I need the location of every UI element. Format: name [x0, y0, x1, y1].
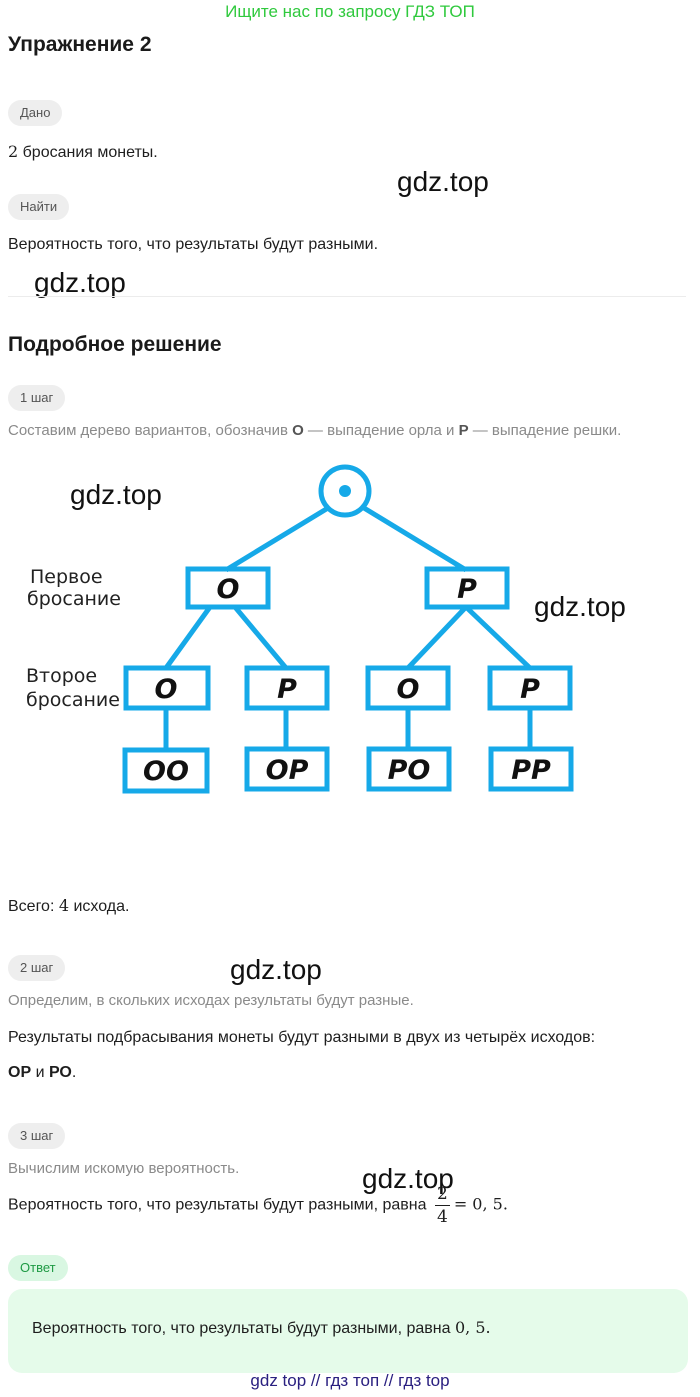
step1-description: Составим дерево вариантов, обозначив О —…: [8, 422, 621, 439]
step2-outcomes: ОР и РО.: [8, 1064, 76, 1082]
tails-letter: Р: [458, 422, 469, 439]
outcome-tree-diagram: O P O P O P OO OP PO PP Первое бросание …: [26, 464, 574, 794]
solution-title: Подробное решение: [8, 333, 222, 356]
given-description: бросания монеты.: [18, 144, 158, 161]
step2-badge: 2 шаг: [8, 955, 66, 981]
tree-edge: [233, 605, 288, 670]
tree-root-circle: [318, 464, 372, 518]
watermark: gdz.top: [534, 591, 626, 622]
level2-node: P: [277, 674, 297, 705]
level1-node-heads: O: [217, 574, 240, 605]
step1-desc-part: Составим дерево вариантов, обозначив: [8, 422, 293, 439]
conjunction: и: [31, 1064, 49, 1081]
tree-node-box: [244, 746, 330, 792]
step2-text: Результаты подбрасывания монеты будут ра…: [8, 1029, 596, 1046]
tree-node-box: [365, 665, 451, 711]
fraction-numerator: 2: [434, 1184, 450, 1206]
watermark: gdz.top: [34, 267, 126, 298]
level2-node: O: [397, 674, 420, 705]
step1-desc-part: — выпадение решки.: [468, 422, 622, 439]
tree-node-box: [487, 665, 573, 711]
tree-node-box: [122, 747, 210, 794]
outcome-po: РО: [48, 1064, 72, 1081]
find-text: Вероятность того, что результаты будут р…: [8, 236, 379, 253]
period: .: [71, 1064, 77, 1081]
given-number: 2: [8, 142, 19, 161]
answer-value: 0, 5.: [454, 1318, 491, 1337]
answer-badge: Ответ: [8, 1255, 68, 1281]
tree-node-box: [123, 665, 211, 711]
tree-node-box: [185, 566, 271, 610]
tree-edge: [464, 605, 532, 670]
tree-edge: [163, 605, 213, 670]
total-suffix: исхода.: [69, 898, 130, 915]
step1-desc-part: — выпадение орла и: [303, 422, 459, 439]
second-toss-label: Второе: [26, 665, 97, 687]
total-outcomes: Всего: 4 исхода.: [8, 896, 129, 916]
step1-badge: 1 шаг: [8, 385, 66, 411]
tree-node-box: [366, 746, 452, 792]
tree-root-dot: [339, 485, 351, 497]
level1-node-tails: P: [457, 574, 477, 605]
outcome-node: OO: [143, 756, 189, 787]
find-badge: Найти: [8, 194, 70, 220]
step3-sentence: Вероятность того, что результаты будут р…: [8, 1196, 427, 1214]
outcome-op: ОР: [8, 1064, 32, 1081]
given-text: 2 бросания монеты.: [8, 142, 158, 162]
watermark: gdz.top: [70, 479, 162, 510]
tree-node-box: [488, 746, 574, 792]
outcome-node: PO: [388, 755, 431, 786]
step3-badge: 3 шаг: [8, 1123, 66, 1149]
first-toss-label: Первое: [30, 566, 103, 588]
probability-result: = 0, 5.: [453, 1194, 508, 1214]
tree-edge: [406, 605, 468, 670]
tree-node-box: [244, 665, 330, 711]
outcome-node: OP: [266, 755, 309, 786]
answer-sentence: Вероятность того, что результаты будут р…: [32, 1320, 455, 1337]
step3-text: Вероятность того, что результаты будут р…: [8, 1183, 508, 1228]
heads-letter: О: [292, 422, 304, 439]
search-banner: Ищите нас по запросу ГДЗ ТОП: [225, 2, 475, 21]
second-toss-label: бросание: [26, 689, 120, 711]
first-toss-label: бросание: [27, 588, 121, 610]
fraction-denominator: 4: [436, 1207, 448, 1227]
footer-links: gdz top // гдз топ // гдз top: [250, 1371, 450, 1390]
watermark: gdz.top: [397, 166, 489, 197]
tree-edge: [362, 505, 468, 573]
exercise-title: Упражнение 2: [8, 33, 152, 56]
outcome-node: PP: [511, 755, 551, 786]
level2-node: P: [520, 674, 540, 705]
section-divider: [8, 296, 686, 297]
answer-box: [8, 1289, 688, 1373]
level2-node: O: [155, 674, 178, 705]
total-number: 4: [58, 896, 70, 915]
step3-description: Вычислим искомую вероятность.: [8, 1160, 240, 1177]
watermark: gdz.top: [230, 954, 322, 985]
total-label: Всего:: [8, 898, 59, 915]
step2-description: Определим, в скольких исходах результаты…: [8, 992, 414, 1009]
tree-node-box: [424, 566, 510, 610]
answer-text: Вероятность того, что результаты будут р…: [32, 1318, 491, 1338]
given-badge: Дано: [8, 100, 63, 126]
tree-edge: [224, 505, 330, 573]
watermark: gdz.top: [362, 1163, 454, 1194]
